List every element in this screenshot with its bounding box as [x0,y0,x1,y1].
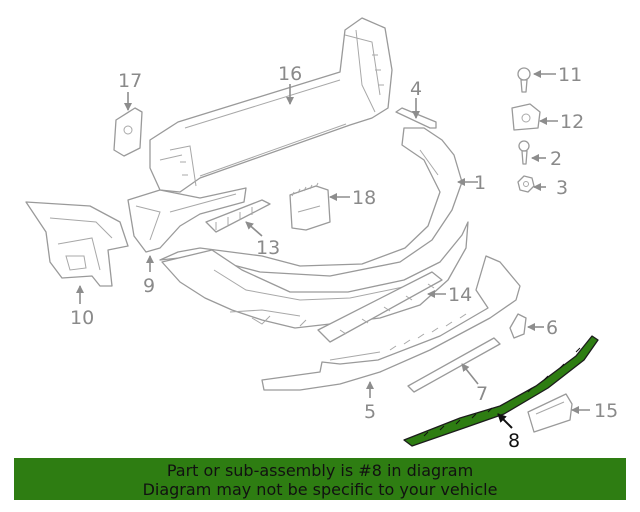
part-3-nut [517,175,535,193]
banner-line-part-number: Part or sub-assembly is #8 in diagram [166,461,474,480]
part-13-strip [205,199,271,233]
callout-10: 10 [70,307,94,329]
part-9-side-bracket [127,187,247,253]
part-5-lower-bumper [261,255,521,391]
info-banner: Part or sub-assembly is #8 in diagram Di… [14,458,626,500]
callout-labels: 1 2 3 4 5 6 7 8 9 10 11 12 13 14 15 16 1… [70,63,618,452]
callout-11: 11 [558,64,582,86]
part-18-module [289,182,331,231]
callout-17: 17 [118,70,142,92]
callout-8: 8 [508,430,520,452]
part-14-strip [317,271,443,343]
callout-16: 16 [278,63,302,85]
callout-2: 2 [550,148,562,170]
part-6-clip [509,313,527,339]
callout-18: 18 [352,187,376,209]
part-16-bumper-reinforcement [149,17,393,193]
banner-line-disclaimer: Diagram may not be specific to your vehi… [142,480,498,499]
part-17-bracket [113,107,143,157]
part-10-side-bracket [25,201,129,287]
leader-lines [76,70,590,429]
callout-15: 15 [594,400,618,422]
callout-6: 6 [546,317,558,339]
part-2-screw [518,140,530,165]
part-8-highlighted-trim [403,335,599,447]
callout-13: 13 [256,237,280,259]
callout-4: 4 [410,78,422,100]
parts-diagram: 1 2 3 4 5 6 7 8 9 10 11 12 13 14 15 16 1… [25,17,618,452]
part-15-bracket [527,393,573,433]
part-7-strip [407,337,501,393]
callout-12: 12 [560,111,584,133]
callout-1: 1 [474,172,486,194]
callout-14: 14 [448,284,472,306]
part-11-screw [517,67,531,93]
part-12-clip-nut [511,103,541,131]
callout-3: 3 [556,177,568,199]
callout-9: 9 [143,275,155,297]
callout-5: 5 [364,401,376,423]
callout-7: 7 [476,383,488,405]
